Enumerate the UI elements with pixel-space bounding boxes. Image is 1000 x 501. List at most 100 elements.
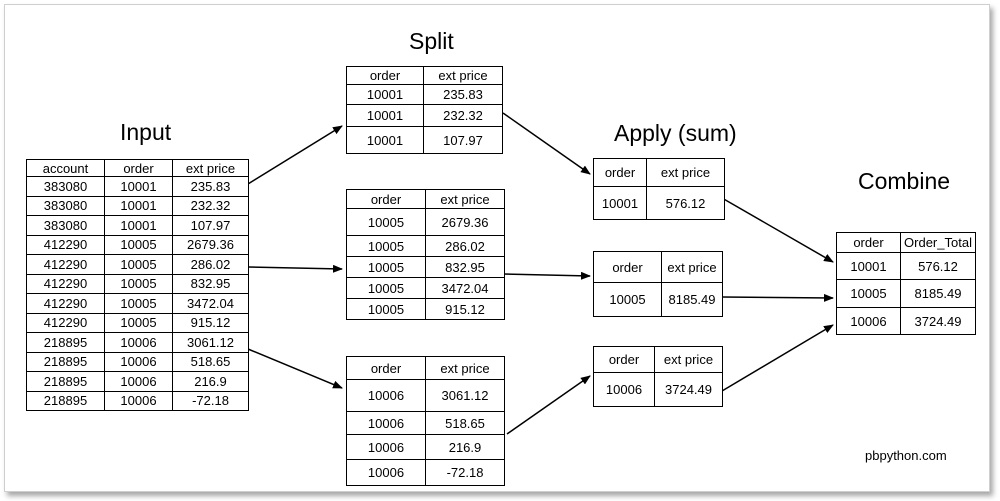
column-header: order <box>593 346 655 373</box>
split-heading: Split <box>409 28 454 54</box>
column-header: ext price <box>423 66 503 85</box>
table-cell: 3472.04 <box>172 293 249 314</box>
column-header: order <box>346 356 426 380</box>
table-cell: 216.9 <box>172 371 249 392</box>
table-cell: 286.02 <box>425 235 505 257</box>
credit-text: pbpython.com <box>865 448 947 463</box>
arrow-input-to-split-1 <box>247 125 343 185</box>
table-cell: 107.97 <box>172 215 249 236</box>
table-cell: 218895 <box>26 371 105 392</box>
table-cell: 232.32 <box>172 195 249 216</box>
arrow-apply-2-to-combine <box>721 293 834 302</box>
combine-heading: Combine <box>858 168 951 194</box>
table-cell: 8185.49 <box>661 282 723 317</box>
table-cell: 107.97 <box>423 126 503 154</box>
column-header: order <box>104 159 173 177</box>
table-cell: 576.12 <box>900 252 976 280</box>
table-cell: 915.12 <box>172 312 249 333</box>
column-header: order <box>593 158 647 187</box>
table-cell: 10006 <box>346 379 426 412</box>
table-cell: 10006 <box>104 371 173 392</box>
table-cell: 518.65 <box>172 351 249 372</box>
table-cell: 218895 <box>26 332 105 353</box>
table-cell: 10005 <box>104 312 173 333</box>
table-cell: 10005 <box>593 282 662 317</box>
table-cell: 10005 <box>346 208 426 236</box>
table-cell: 3724.49 <box>654 372 723 407</box>
table-cell: 10005 <box>104 234 173 255</box>
table-cell: 10001 <box>346 84 424 105</box>
table-cell: 10001 <box>104 215 173 236</box>
table-cell: 218895 <box>26 351 105 372</box>
table-cell: 10001 <box>836 252 901 280</box>
table-cell: 832.95 <box>425 256 505 278</box>
input-heading: Input <box>120 119 172 145</box>
table-cell: -72.18 <box>172 390 249 411</box>
table-cell: 10001 <box>593 186 647 220</box>
arrow-split-2-to-apply-2 <box>502 271 591 280</box>
arrow-split-3-to-apply-3 <box>506 375 591 435</box>
table-cell: 576.12 <box>646 186 725 220</box>
apply-heading: Apply (sum) <box>614 120 737 146</box>
table-cell: 10006 <box>104 332 173 353</box>
column-header: ext price <box>654 346 723 373</box>
table-cell: 216.9 <box>425 434 505 460</box>
table-cell: -72.18 <box>425 459 505 486</box>
table-cell: 383080 <box>26 215 105 236</box>
table-cell: 10005 <box>104 254 173 275</box>
arrow-input-to-split-2 <box>247 264 343 273</box>
table-cell: 3724.49 <box>900 307 976 335</box>
column-header: order <box>346 66 424 85</box>
column-header: ext price <box>425 189 505 209</box>
table-cell: 235.83 <box>423 84 503 105</box>
table-cell: 232.32 <box>423 104 503 127</box>
table-cell: 10005 <box>346 277 426 299</box>
arrow-split-1-to-apply-1 <box>502 112 591 175</box>
table-cell: 2679.36 <box>172 234 249 255</box>
column-header: order <box>836 232 901 253</box>
table-cell: 10005 <box>346 235 426 257</box>
table-cell: 10001 <box>104 176 173 197</box>
arrow-input-to-split-3 <box>247 348 343 389</box>
table-cell: 10005 <box>836 279 901 308</box>
column-header: order <box>593 251 662 283</box>
table-cell: 2679.36 <box>425 208 505 236</box>
table-cell: 383080 <box>26 195 105 216</box>
table-cell: 518.65 <box>425 411 505 435</box>
table-cell: 10006 <box>104 351 173 372</box>
table-cell: 10005 <box>104 293 173 314</box>
table-cell: 383080 <box>26 176 105 197</box>
table-cell: 10005 <box>104 273 173 294</box>
column-header: account <box>26 159 105 177</box>
table-cell: 832.95 <box>172 273 249 294</box>
table-cell: 10005 <box>346 298 426 320</box>
column-header: Order_Total <box>900 232 976 253</box>
